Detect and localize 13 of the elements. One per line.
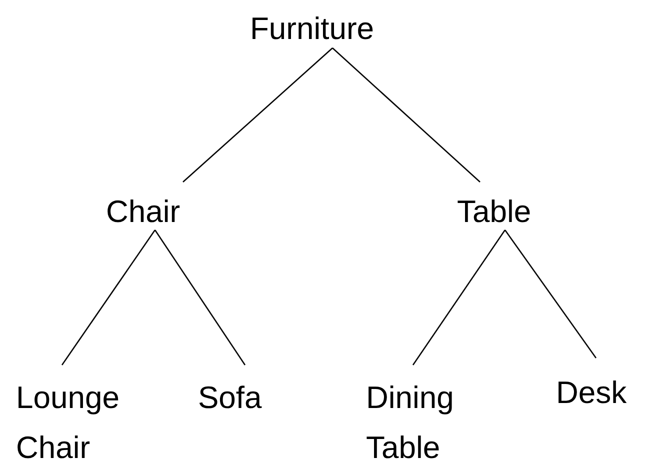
connector-line: [61, 230, 156, 366]
connector-line: [154, 230, 246, 366]
tree-node-label: Lounge Chair: [16, 373, 151, 466]
connector-line: [332, 48, 480, 182]
tree-node-label: Desk: [556, 368, 646, 418]
tree-node-label: Table: [457, 187, 557, 237]
tree-node-label: Furniture: [250, 4, 415, 54]
tree-node-label: Dining Table: [366, 373, 481, 466]
tree-node-label: Chair: [106, 187, 206, 237]
connector-line: [182, 48, 333, 182]
connector-line: [412, 230, 506, 366]
connector-line: [504, 230, 597, 358]
tree-node-label: Sofa: [198, 373, 288, 423]
